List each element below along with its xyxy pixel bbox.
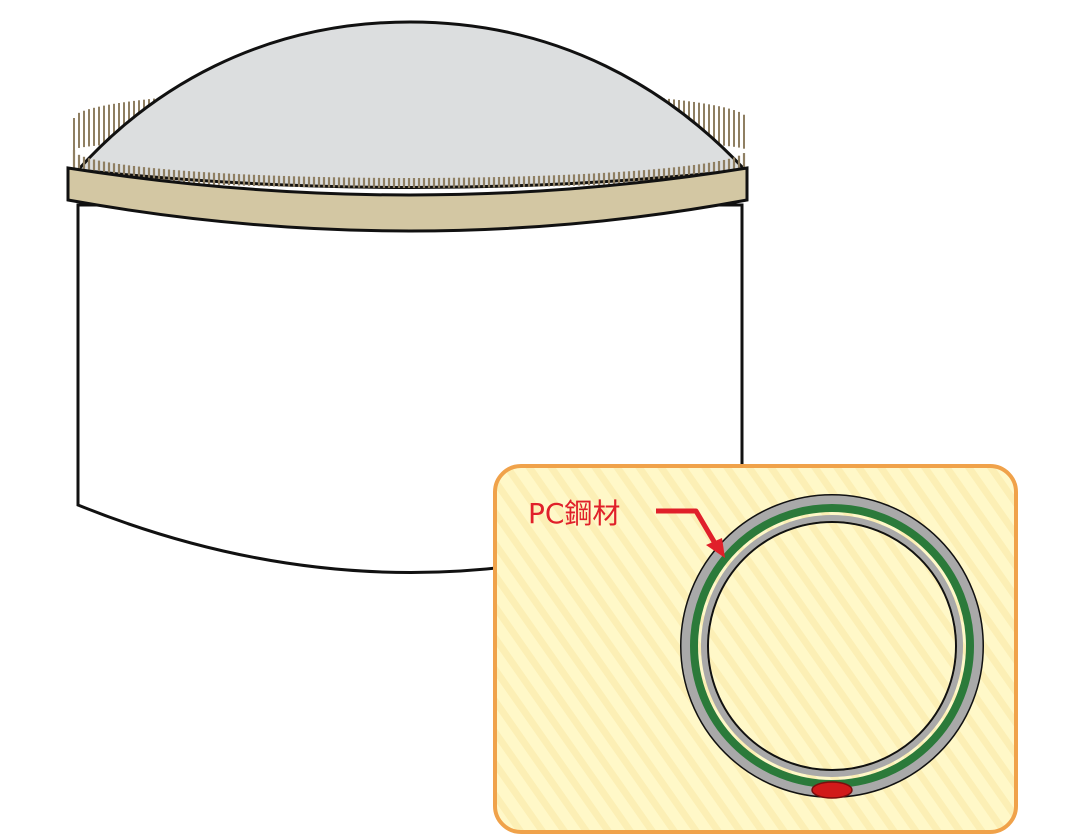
prestress-band <box>66 166 749 233</box>
dome-roof <box>74 20 749 189</box>
detail-panel-background <box>493 464 1018 834</box>
inner-ring-outline <box>707 521 957 771</box>
leader-arrowhead <box>706 538 725 558</box>
pc-steel-label: PC鋼材 <box>528 497 620 530</box>
inner-gray-ring <box>701 515 963 777</box>
detail-panel: PC鋼材 <box>493 464 1018 834</box>
anchor-block <box>811 781 853 799</box>
leader-line <box>656 508 719 547</box>
